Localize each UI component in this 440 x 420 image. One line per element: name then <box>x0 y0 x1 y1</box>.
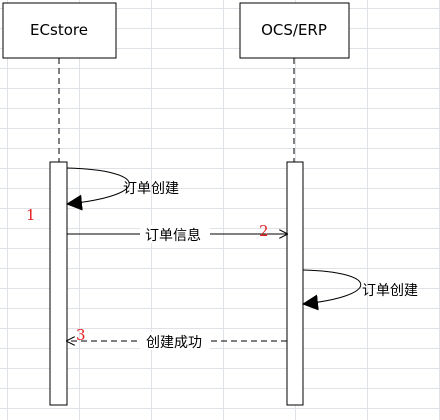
message-label-order-info: 订单信息 <box>145 227 201 244</box>
participant-label-ecstore: ECstore <box>30 21 88 39</box>
self-call-arrow-ecstore <box>66 167 130 211</box>
participant-box-ocs-erp <box>239 2 350 59</box>
participant-label-ocs-erp: OCS/ERP <box>261 21 327 39</box>
self-call-arrow-ocs-erp <box>302 269 362 311</box>
participant-ecstore: ECstore <box>2 2 117 59</box>
activation-bar-ecstore <box>49 161 68 406</box>
message-label-bg-create-success <box>140 332 210 350</box>
step-number-2: 2 <box>259 222 269 240</box>
message-order-info: 订单信息 2 <box>67 222 287 244</box>
message-order-create-ecstore: 订单创建 1 <box>26 167 179 224</box>
participant-box-ecstore <box>2 2 117 59</box>
message-order-create-ocs: 订单创建 <box>302 269 418 311</box>
message-label-order-create-ecstore: 订单创建 <box>123 181 179 197</box>
activation-bar-ocs-erp <box>286 161 304 406</box>
message-create-success: 创建成功 3 <box>67 326 287 351</box>
step-number-3: 3 <box>76 326 86 344</box>
message-label-order-create-ocs: 订单创建 <box>362 283 418 299</box>
step-number-1: 1 <box>26 206 36 224</box>
message-label-create-success: 创建成功 <box>146 335 202 351</box>
participant-ocs-erp: OCS/ERP <box>239 2 350 59</box>
message-label-bg-order-info <box>140 225 210 243</box>
